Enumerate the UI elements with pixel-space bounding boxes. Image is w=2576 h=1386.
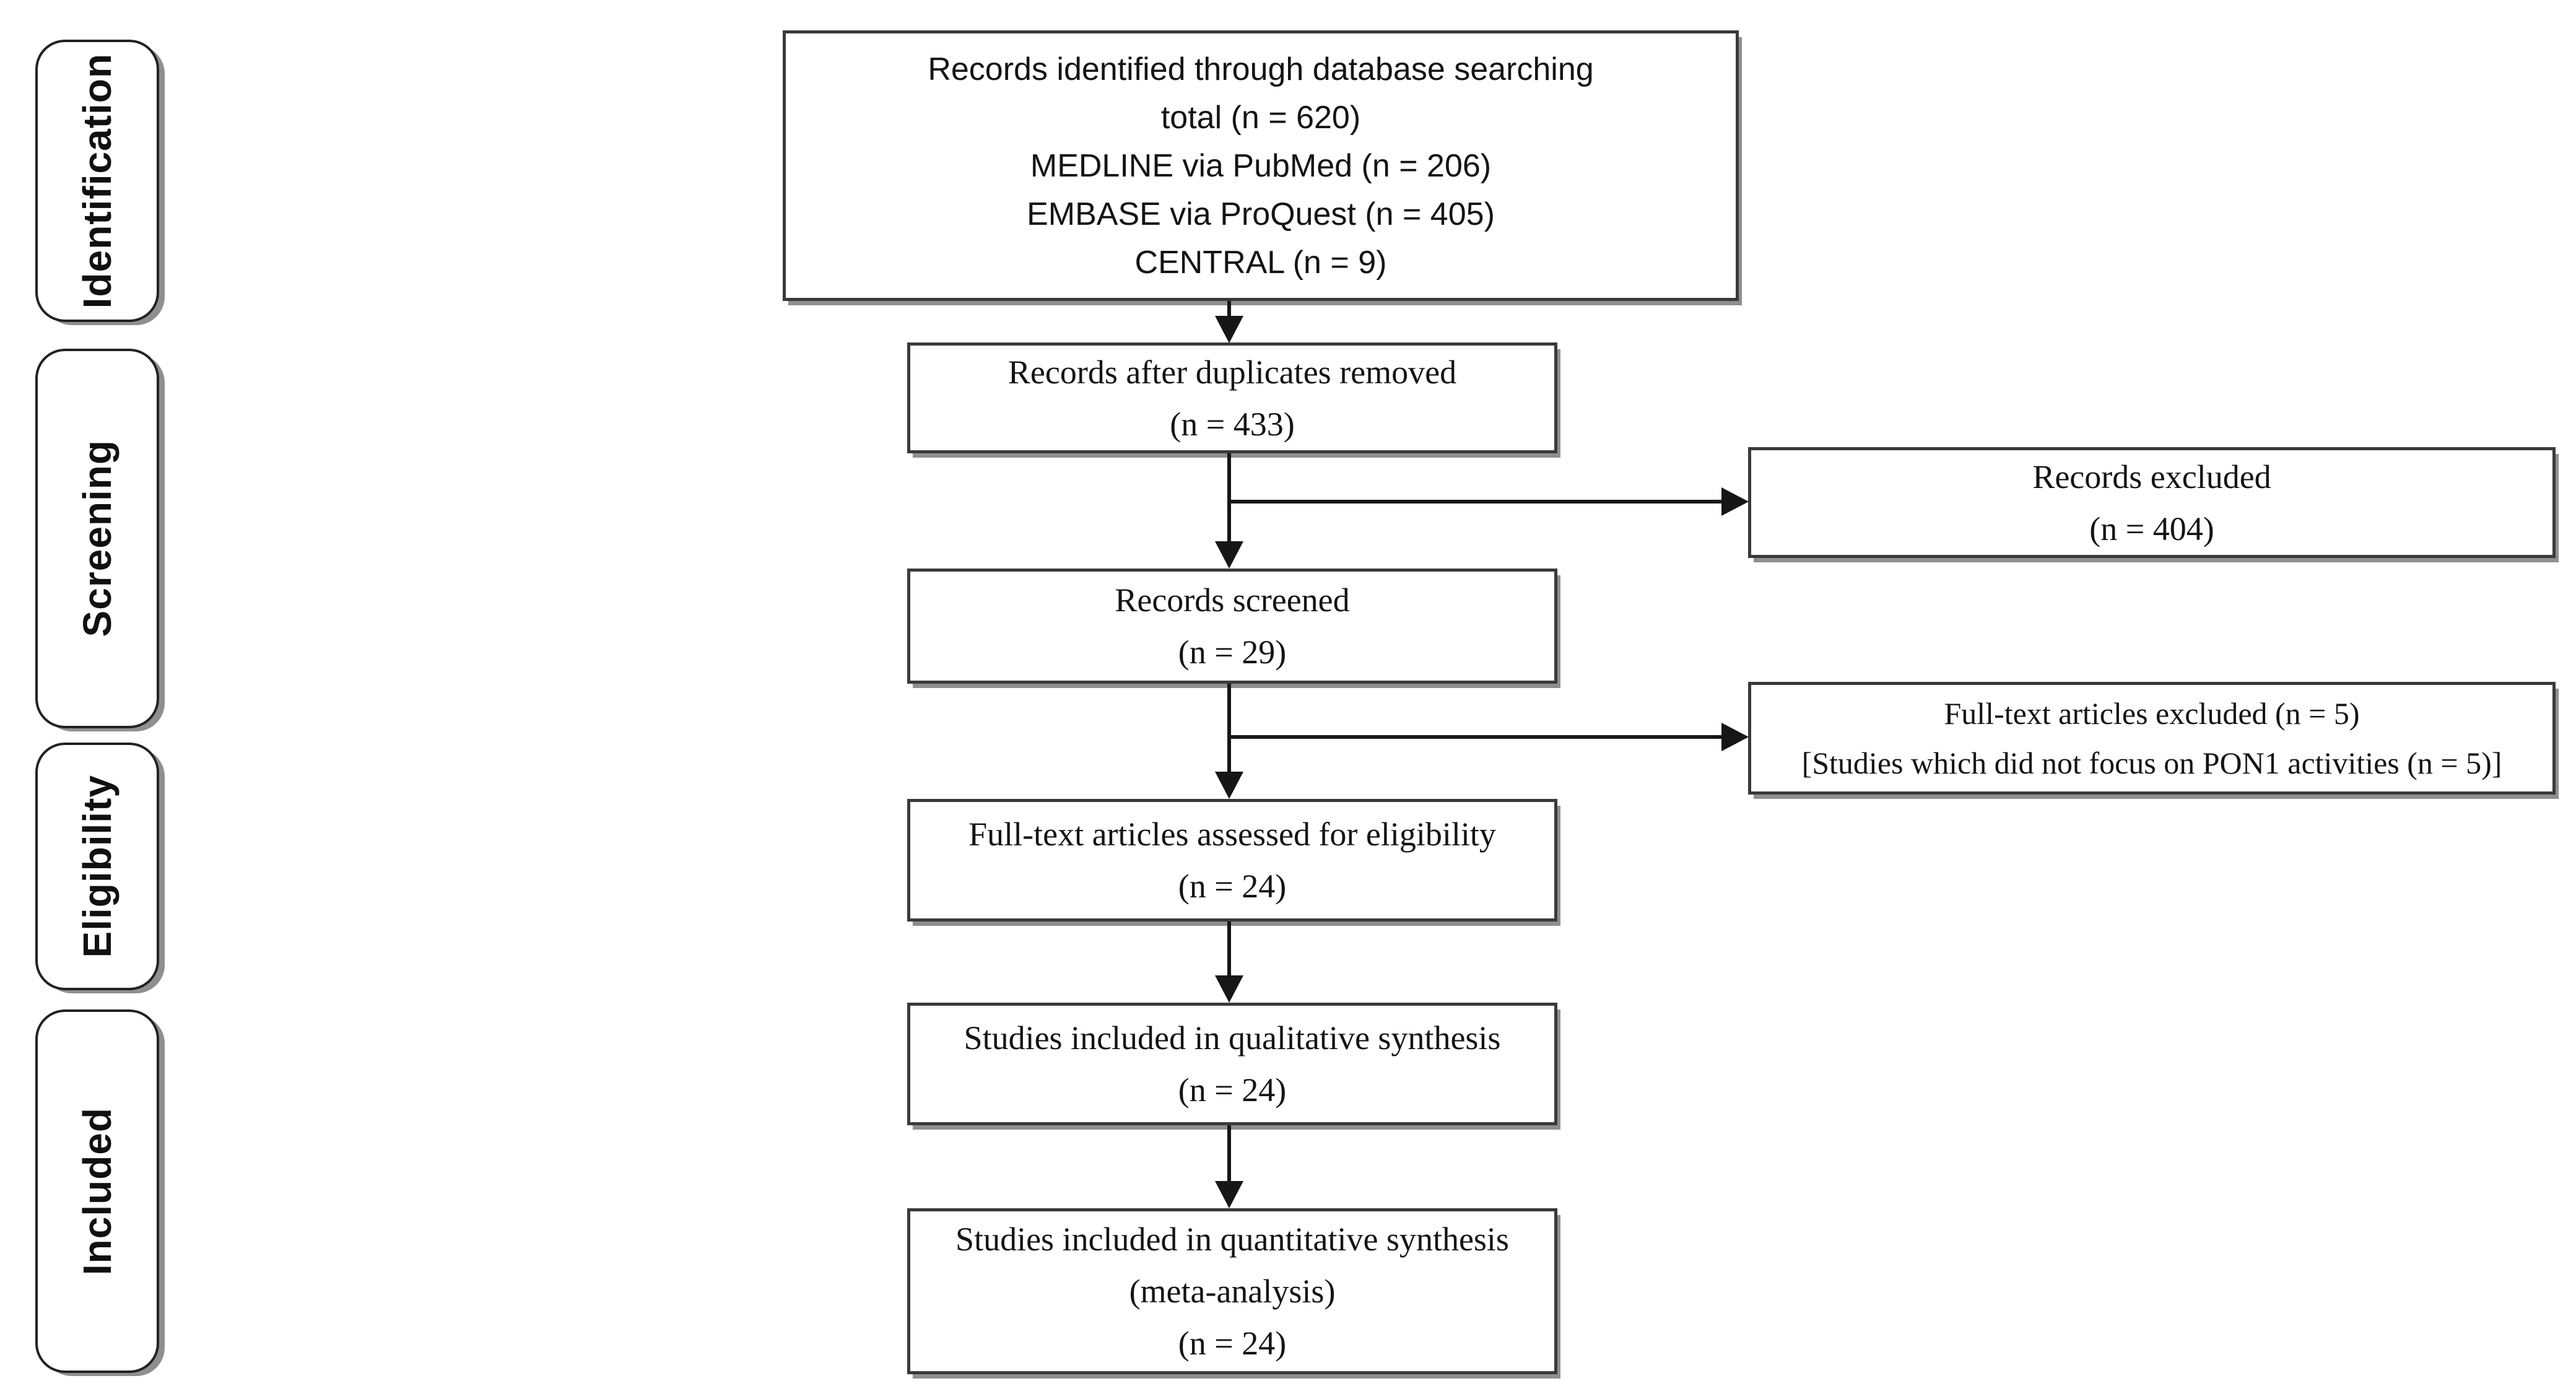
box-text-line: Records after duplicates removed [1007, 353, 1457, 391]
box-text-line: total (n = 620) [1160, 99, 1361, 136]
box-text-line: Records screened [1115, 582, 1350, 619]
box-text-line: Full-text articles assessed for eligibil… [968, 816, 1496, 853]
connector-identified-to-duplicates [1227, 301, 1231, 318]
connector-screened-to-assessed [1227, 684, 1231, 774]
box-text-line: Full-text articles excluded (n = 5) [1944, 696, 2360, 731]
box-duplicates-removed: Records after duplicates removed (n = 43… [907, 342, 1557, 453]
stage-identification: Identification [35, 40, 159, 322]
stage-included-label: Included [75, 1107, 120, 1276]
box-text-line: (n = 24) [1178, 868, 1287, 905]
connector-duplicates-to-screened [1227, 453, 1231, 544]
box-text-line: CENTRAL (n = 9) [1134, 244, 1387, 281]
arrowhead-down-icon [1215, 975, 1243, 1003]
box-text-line: (n = 24) [1178, 1071, 1287, 1109]
box-text-line: Records excluded [2032, 458, 2271, 495]
connector-branch-records-excluded [1227, 500, 1723, 503]
box-fulltext-assessed: Full-text articles assessed for eligibil… [907, 799, 1557, 922]
box-text-line: Studies included in qualitative synthesi… [964, 1019, 1501, 1057]
box-records-excluded: Records excluded (n = 404) [1748, 447, 2556, 558]
arrowhead-down-icon [1215, 541, 1243, 569]
connector-assessed-to-qualitative [1227, 922, 1231, 978]
stage-identification-label: Identification [75, 53, 120, 309]
stage-screening: Screening [35, 349, 159, 728]
box-text-line: (n = 24) [1178, 1325, 1287, 1362]
box-text-line: (n = 404) [2089, 510, 2214, 547]
box-qualitative-synthesis: Studies included in qualitative synthesi… [907, 1003, 1557, 1125]
box-text-line: (meta-analysis) [1129, 1273, 1336, 1310]
box-records-identified: Records identified through database sear… [783, 30, 1739, 301]
stage-eligibility: Eligibility [35, 743, 159, 990]
arrowhead-down-icon [1215, 772, 1243, 799]
arrowhead-down-icon [1215, 316, 1243, 343]
box-text-line: (n = 433) [1170, 405, 1295, 443]
arrowhead-right-icon [1721, 487, 1749, 516]
stage-included: Included [35, 1009, 159, 1373]
box-text-line: [Studies which did not focus on PON1 act… [1801, 746, 2502, 780]
box-fulltext-excluded: Full-text articles excluded (n = 5) [Stu… [1748, 682, 2556, 795]
arrowhead-right-icon [1721, 723, 1749, 751]
stage-screening-label: Screening [75, 440, 120, 637]
stage-eligibility-label: Eligibility [75, 775, 120, 958]
box-records-screened: Records screened (n = 29) [907, 569, 1557, 684]
box-text-line: (n = 29) [1178, 634, 1287, 671]
box-text-line: Studies included in quantitative synthes… [955, 1221, 1509, 1258]
box-text-line: Records identified through database sear… [928, 51, 1594, 87]
box-text-line: MEDLINE via PubMed (n = 206) [1030, 147, 1492, 184]
arrowhead-down-icon [1215, 1181, 1243, 1208]
box-text-line: EMBASE via ProQuest (n = 405) [1027, 196, 1495, 232]
connector-qualitative-to-quantitative [1227, 1125, 1231, 1183]
box-quantitative-synthesis: Studies included in quantitative synthes… [907, 1208, 1557, 1374]
connector-branch-fulltext-excluded [1227, 735, 1723, 739]
